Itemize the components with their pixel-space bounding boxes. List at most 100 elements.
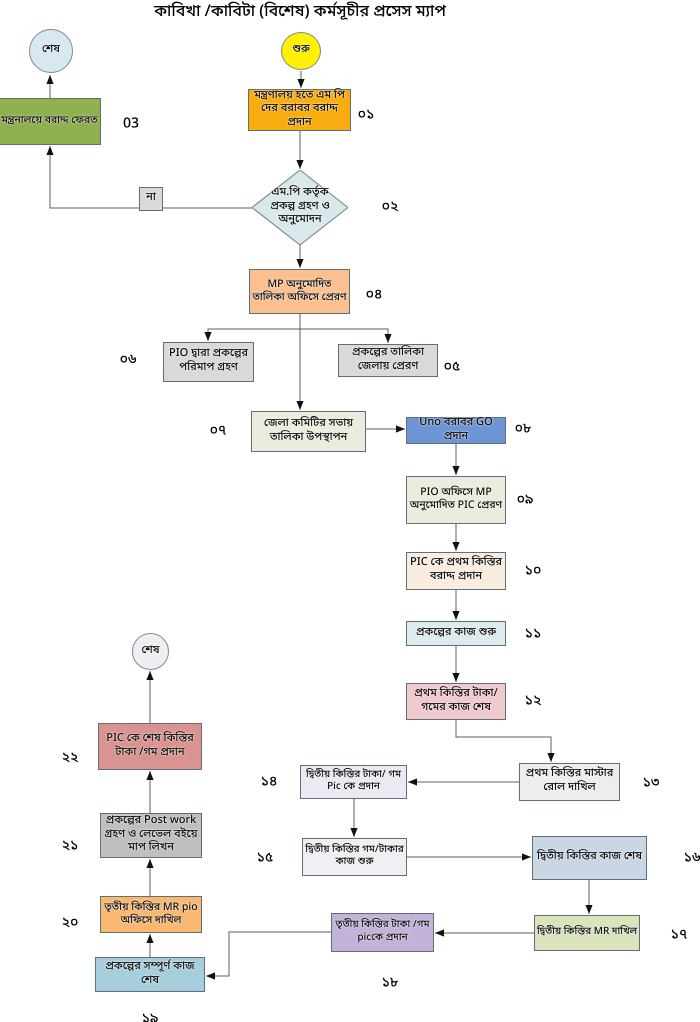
node-step11-label: প্রকল্পের কাজ শুরু [415, 625, 497, 640]
step-number-step20: ২০ [61, 913, 79, 933]
node-step18-label: তৃতীয় কিস্তির টাকা /গম picকে প্রদান [335, 919, 430, 945]
node-step10-label: PIC কে প্রথম কিস্তির বরাদ্দ প্রদান [410, 556, 502, 584]
arrowhead-step01-step02 [296, 160, 304, 169]
step-number-step18: ১৮ [381, 973, 399, 993]
step-number-step12: ১২ [524, 691, 542, 711]
step-number-step07: ০৭ [209, 421, 227, 441]
edge-step18-step19 [206, 931, 331, 977]
step-number-step09: ০৯ [516, 490, 534, 510]
node-step07-label: জেলা কমিটির সভায় তালিকা উপস্থাপন [263, 416, 354, 445]
step-number-step04: ০৪ [365, 285, 383, 305]
node-step16: দ্বিতীয় কিস্তির কাজ শেষ [532, 836, 647, 880]
node-step20: তৃতীয় কিস্তির MR pio অফিসে দাখিল [100, 896, 202, 933]
arrowhead-step11-step12 [452, 673, 460, 682]
step-number-step10: ১০ [524, 561, 542, 581]
diamond-polygon-step02 [252, 170, 348, 245]
step-number-step16: ১৬ [683, 848, 700, 868]
node-step06: PIO দ্বারা প্রকল্পের পরিমাপ গ্রহণ [163, 342, 254, 382]
node-step07: জেলা কমিটির সভায় তালিকা উপস্থাপন [251, 411, 366, 452]
node-end_top-label: শেষ [41, 43, 61, 58]
step-number-step14: ১৪ [260, 772, 278, 792]
step-number-step15: ১৫ [256, 848, 274, 868]
node-step22: PIC কে শেষ কিস্তির টাকা /গম প্রদান [98, 723, 202, 770]
node-step14: দ্বিতীয় কিস্তির টাকা/ গম Pic কে প্রদান [300, 765, 407, 799]
arrowhead-step04-step06 [204, 332, 212, 341]
node-step16-label: দ্বিতীয় কিস্তির কাজ শেষ [537, 850, 642, 865]
node-step03-label: মন্ত্রনালয়ে বরাদ্দ ফেরত [1, 114, 98, 129]
node-step12-label: প্রথম কিস্তির টাকা/ গমের কাজ শেষ [414, 686, 498, 715]
node-step03: মন্ত্রনালয়ে বরাদ্দ ফেরত [0, 98, 101, 145]
step-number-step06: ০৬ [119, 350, 137, 370]
node-step09: PIO অফিসে MP অনুমোদিত PIC প্রেরণ [406, 476, 506, 524]
step-number-step01: ০১ [357, 105, 375, 125]
step-number-step02: ০২ [381, 197, 399, 217]
node-step02: এম.পি কর্তৃক প্রকল্প গ্রহণ ও অনুমোদন [252, 170, 348, 245]
step-number-step05: ০৫ [443, 357, 461, 377]
node-step04: MP অনুমোদিত তালিকা অফিসে প্রেরণ [249, 269, 350, 314]
node-step05: প্রকল্পের তালিকা জেলায় প্রেরণ [338, 344, 438, 377]
node-step11: প্রকল্পের কাজ শুরু [406, 621, 506, 646]
arrowhead-step13-step14 [408, 778, 417, 786]
node-step08: Uno বরাবর GO প্রদান [406, 415, 506, 444]
arrowhead-step04-step07 [296, 401, 304, 410]
arrowhead-step12-step13 [547, 753, 555, 762]
node-step17-label: দ্বিতীয় কিস্তির MR দাখিল [536, 925, 638, 939]
node-end_bottom-label: শেষ [141, 643, 160, 658]
node-step21-label: প্রকল্পের Post work গ্রহণ ও লেভেল বইয়ে … [104, 814, 198, 856]
step-number-step22: ২২ [61, 748, 79, 768]
node-end_top: শেষ [29, 29, 73, 73]
node-step06-label: PIO দ্বারা প্রকল্পের পরিমাপ গ্রহণ [168, 347, 249, 375]
arrowhead-step02-step03 [46, 146, 54, 155]
edge-step12-step13 [455, 720, 552, 762]
node-no_tag: না [139, 187, 163, 211]
step-number-step11: ১১ [524, 624, 542, 644]
arrowhead-step08-step09 [452, 466, 460, 475]
arrowhead-step18-step19 [206, 972, 215, 980]
edge-step04-step05 [300, 328, 389, 343]
arrowhead-step19-step20 [146, 934, 154, 943]
arrowhead-step21-step22 [146, 771, 154, 780]
page-title: কাবিখা /কাবিটা (বিশেষ) কর্মসূচীর প্রসেস … [154, 1, 446, 23]
node-step13-label: প্রথম কিস্তির মাস্টার রোল দাখিল [525, 767, 614, 795]
arrowhead-start-step01 [297, 79, 305, 88]
step-number-step08: ০৮ [514, 419, 532, 439]
step-number-step17: ১৭ [670, 925, 688, 945]
node-step22-label: PIC কে শেষ কিস্তির টাকা /গম প্রদান [106, 731, 194, 760]
arrowhead-step20-step21 [146, 859, 154, 868]
node-step04-label: MP অনুমোদিত তালিকা অফিসে প্রেরণ [252, 277, 347, 305]
node-step01: মন্ত্রণালয় হতে এম পি দের বরাবর বরাদ্দ প… [248, 89, 351, 131]
node-end_bottom: শেষ [132, 633, 169, 670]
arrowhead-step07-step08 [396, 425, 405, 433]
step-number-step19: ১৯ [141, 1009, 159, 1022]
arrowhead-step22-end_bottom [146, 671, 154, 680]
arrowhead-step02-step04 [296, 259, 304, 268]
arrowhead-step15-step16 [522, 853, 531, 861]
node-step05-label: প্রকল্পের তালিকা জেলায় প্রেরণ [351, 345, 425, 374]
node-step08-label: Uno বরাবর GO প্রদান [419, 415, 493, 444]
node-step13: প্রথম কিস্তির মাস্টার রোল দাখিল [519, 763, 620, 801]
node-no_tag-label: না [146, 191, 156, 206]
step-number-step21: ২১ [61, 836, 79, 856]
node-step12: প্রথম কিস্তির টাকা/ গমের কাজ শেষ [406, 683, 506, 720]
node-step20-label: তৃতীয় কিস্তির MR pio অফিসে দাখিল [104, 900, 198, 928]
node-step19: প্রকল্পের সম্পূর্ণ কাজ শেষ [95, 957, 205, 992]
node-start-label: শুরু [292, 43, 310, 58]
arrowhead-step03-end_top [46, 75, 54, 84]
node-step17: দ্বিতীয় কিস্তির MR দাখিল [534, 915, 640, 951]
arrowhead-step04-step05 [384, 334, 392, 343]
arrowhead-step16-step17 [585, 905, 593, 914]
node-step19-label: প্রকল্পের সম্পূর্ণ কাজ শেষ [105, 959, 195, 988]
node-step14-label: দ্বিতীয় কিস্তির টাকা/ গম Pic কে প্রদান [305, 768, 401, 794]
edge-step04-step06 [207, 314, 301, 341]
node-step15-label: দ্বিতীয় কিস্তির গম/টাকার কাজ শুরু [305, 843, 404, 869]
arrowhead-step17-step18 [435, 929, 444, 937]
node-step10: PIC কে প্রথম কিস্তির বরাদ্দ প্রদান [406, 552, 506, 590]
node-step21: প্রকল্পের Post work গ্রহণ ও লেভেল বইয়ে … [100, 813, 202, 858]
step-number-step03: 03 [122, 114, 140, 134]
node-step01-label: মন্ত্রণালয় হতে এম পি দের বরাবর বরাদ্দ প… [254, 88, 345, 130]
node-step15: দ্বিতীয় কিস্তির গম/টাকার কাজ শুরু [302, 838, 407, 876]
arrowhead-step10-step11 [452, 611, 460, 620]
node-start: শুরু [281, 32, 321, 70]
